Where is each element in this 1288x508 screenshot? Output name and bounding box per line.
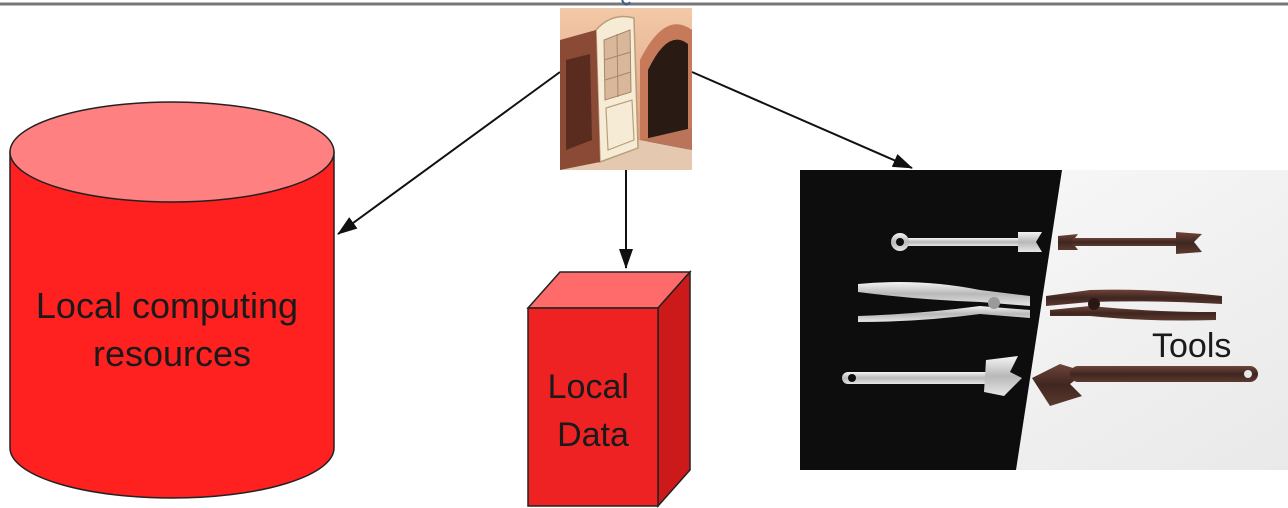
cylinder-top xyxy=(9,101,335,203)
box-side xyxy=(657,270,691,508)
box-front xyxy=(527,307,659,507)
tools-photo: Tools xyxy=(800,170,1288,470)
header-stub xyxy=(621,0,631,6)
arrow-to-computing xyxy=(337,71,561,235)
door-icon xyxy=(560,8,692,171)
svg-text:Local Data: Local Data xyxy=(548,368,639,454)
box-label-line-2: Data xyxy=(557,416,629,454)
shiny-pliers-icon xyxy=(858,282,1030,322)
tools-label: Tools xyxy=(1152,327,1231,365)
cylinder-node: Local computing resources xyxy=(9,101,335,499)
shiny-adjustable-wrench-icon xyxy=(842,356,1022,396)
rusty-pliers-icon xyxy=(1046,289,1222,321)
cylinder-label-line-2: resources xyxy=(93,333,251,374)
cylinder-body xyxy=(9,151,335,499)
box-label-line-1: Local xyxy=(548,368,629,406)
arrow-to-tools xyxy=(691,71,913,169)
rusty-wrench-icon xyxy=(1058,232,1202,254)
box-node: Local Data xyxy=(526,270,692,508)
rusty-adjustable-wrench-icon xyxy=(1032,364,1258,406)
cylinder-label-line-1: Local computing xyxy=(36,285,298,326)
shiny-wrench-icon xyxy=(891,232,1042,252)
svg-text:Local computing resource: Local computing resources xyxy=(36,285,308,374)
